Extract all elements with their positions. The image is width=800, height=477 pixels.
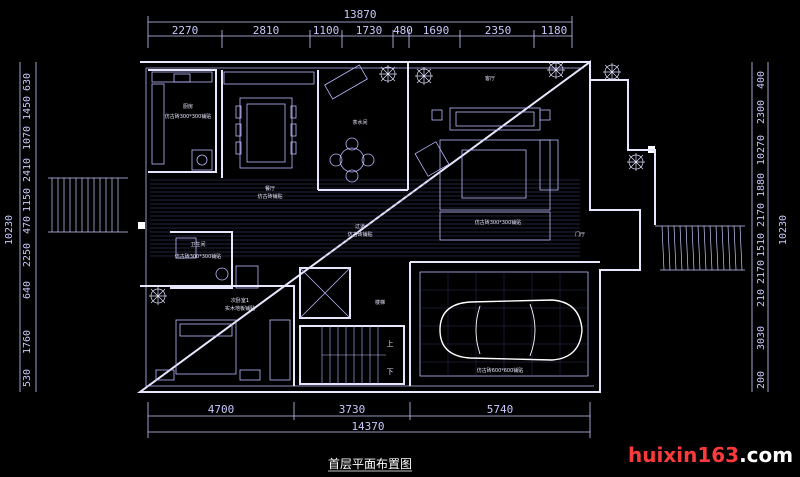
left-total-dimension: 10230 (4, 215, 15, 245)
living-floor-label: 仿古砖300*300铺贴 (475, 219, 522, 226)
top-dimension-4: 1730 (356, 24, 383, 37)
kitchen-floor-label: 仿古砖300*300铺贴 (165, 113, 212, 120)
dining-floor-label: 仿古砖铺贴 (257, 193, 282, 200)
right-dimension-7: 2170 (756, 260, 767, 284)
top-dimension-7: 2350 (485, 24, 512, 37)
bottom-total-dimension: 14370 (351, 420, 384, 433)
living-label: 客厅 (485, 75, 495, 82)
dining-room: 餐厅 仿古砖铺贴 (221, 70, 315, 200)
bathroom-floor-label: 仿古砖300*300铺贴 (175, 253, 222, 260)
garage-floor-label: 仿古砖600*600铺贴 (477, 367, 524, 374)
bottom-dimension-1: 4700 (208, 403, 235, 416)
left-dimension-10: 530 (22, 369, 33, 387)
plant-icon (149, 61, 645, 305)
right-dimension-3: 10270 (756, 135, 767, 165)
left-dimension-6: 470 (22, 216, 33, 234)
right-dimension-10: 200 (756, 371, 767, 389)
left-dimension-2: 1450 (22, 96, 33, 120)
watermark-tld: .com (739, 443, 793, 467)
left-dimension-1: 630 (22, 73, 33, 91)
right-entry-steps (655, 225, 745, 271)
drawing-title: 首层平面布置图 (328, 457, 412, 471)
left-dimensions: 10230 630 1450 1070 2410 1150 470 2250 6… (4, 62, 37, 392)
top-dimension-1: 2270 (172, 24, 199, 37)
stairwell: 楼梯 上 下 (299, 267, 405, 385)
stair-up-label: 上 (387, 339, 394, 348)
top-dimension-6: 1690 (423, 24, 450, 37)
top-total-dimension: 13870 (343, 8, 376, 21)
watermark-domain: huixin163 (628, 443, 739, 467)
bottom-dimension-2: 3730 (339, 403, 366, 416)
entry-label: 门厅 (575, 231, 585, 238)
outer-walls (136, 60, 656, 393)
bottom-dimensions: 4700 3730 5740 14370 (147, 402, 591, 438)
top-dimensions: 13870 2270 2810 1100 1730 480 1690 2350 … (147, 8, 573, 48)
watermark: huixin163.com (628, 443, 793, 467)
garage: 仿古砖600*600铺贴 (409, 261, 600, 386)
bathroom-label: 卫生间 (190, 241, 205, 248)
right-dimension-4: 1880 (756, 173, 767, 197)
car-icon (439, 299, 583, 361)
left-dimension-8: 640 (22, 281, 33, 299)
right-total-dimension: 10230 (778, 215, 789, 245)
top-dimension-5: 480 (393, 24, 413, 37)
right-dimension-9: 3030 (756, 326, 767, 350)
stair-label: 楼梯 (375, 299, 385, 306)
left-dimension-9: 1760 (22, 330, 33, 354)
right-dimension-6: 1510 (756, 233, 767, 257)
left-entry-steps (48, 177, 128, 233)
right-dimension-8: 210 (756, 289, 767, 307)
right-dimension-5: 2170 (756, 203, 767, 227)
bottom-dimension-3: 5740 (487, 403, 514, 416)
tea-room-label: 茶水间 (352, 119, 367, 126)
corridor-floor-label: 仿古砖铺贴 (347, 231, 372, 238)
bedroom-label: 次卧室1 (231, 297, 249, 304)
kitchen-label: 厨房 (183, 103, 193, 110)
tea-room: 茶水间 (317, 64, 408, 191)
top-dimension-3: 1100 (313, 24, 340, 37)
left-dimension-4: 2410 (22, 158, 33, 182)
corridor-label: 过道 (355, 223, 365, 230)
left-dimension-5: 1150 (22, 188, 33, 212)
column-marker-left (138, 222, 145, 229)
bedroom: 次卧室1 实木地板铺贴 (140, 285, 295, 386)
right-dimensions: 10230 400 2300 10270 1880 2170 1510 2170… (751, 62, 789, 392)
right-dimension-2: 2300 (756, 100, 767, 124)
bathroom: 卫生间 仿古砖300*300铺贴 (170, 231, 259, 289)
top-dimension-8: 1180 (541, 24, 568, 37)
left-dimension-7: 2250 (22, 243, 33, 267)
left-dimension-3: 1070 (22, 126, 33, 150)
living-room: 客厅 仿古砖300*300铺贴 (407, 62, 559, 241)
kitchen: 厨房 仿古砖300*300铺贴 (148, 69, 217, 173)
right-dimension-1: 400 (756, 71, 767, 89)
top-dimension-2: 2810 (253, 24, 280, 37)
dining-label: 餐厅 (265, 185, 275, 192)
stair-down-label: 下 (387, 368, 394, 376)
bedroom-floor-label: 实木地板铺贴 (225, 305, 255, 312)
